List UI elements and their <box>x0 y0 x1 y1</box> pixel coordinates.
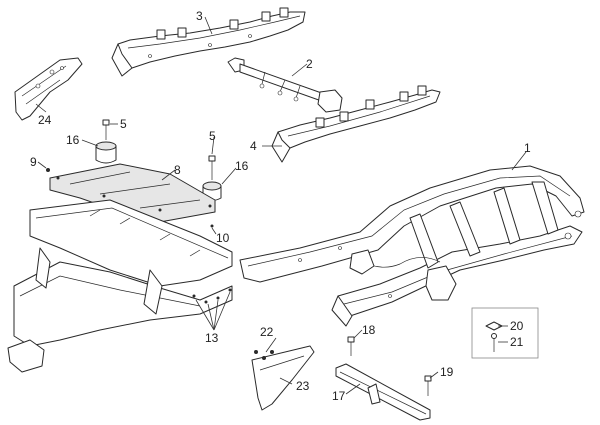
callout-22: 22 <box>260 325 274 339</box>
callout-8: 8 <box>174 163 181 177</box>
callout-18: 18 <box>362 323 376 337</box>
callout-19: 19 <box>440 365 454 379</box>
callout-5-right: 5 <box>209 129 216 143</box>
callout-21: 21 <box>510 335 524 349</box>
callout-17: 17 <box>332 389 346 403</box>
part-19-bolt <box>424 375 432 396</box>
part-1-chassis-frame <box>239 165 585 327</box>
part-18-bolt <box>347 336 355 356</box>
part-2-cross-member <box>227 57 343 113</box>
callout-3: 3 <box>196 9 203 23</box>
leader-lines <box>35 16 527 395</box>
callout-4: 4 <box>250 139 257 153</box>
part-9-fastener <box>46 168 50 172</box>
part-8-plate <box>49 163 216 223</box>
part-22-bolts <box>254 350 274 360</box>
part-16-mount-left <box>95 141 117 164</box>
callout-10: 10 <box>216 231 230 245</box>
callout-2: 2 <box>306 57 313 71</box>
part-17-bar <box>335 363 431 421</box>
part-3-side-rail <box>111 7 306 77</box>
part-20-21-box <box>471 307 539 359</box>
left-subframe <box>7 199 233 373</box>
part-5-bolt-right <box>208 155 216 180</box>
callout-5-left: 5 <box>120 117 127 131</box>
callout-13: 13 <box>205 331 219 345</box>
callout-20: 20 <box>510 319 524 333</box>
callout-16-right: 16 <box>235 159 249 173</box>
part-5-bolt-left <box>102 119 110 140</box>
callout-9: 9 <box>30 155 37 169</box>
callout-23: 23 <box>296 379 310 393</box>
callout-24: 24 <box>38 113 52 127</box>
part-4-side-rail <box>271 85 441 163</box>
callout-1: 1 <box>524 141 531 155</box>
callout-16-left: 16 <box>66 133 80 147</box>
part-24-bracket <box>14 57 83 121</box>
part-23-plate <box>251 345 315 411</box>
